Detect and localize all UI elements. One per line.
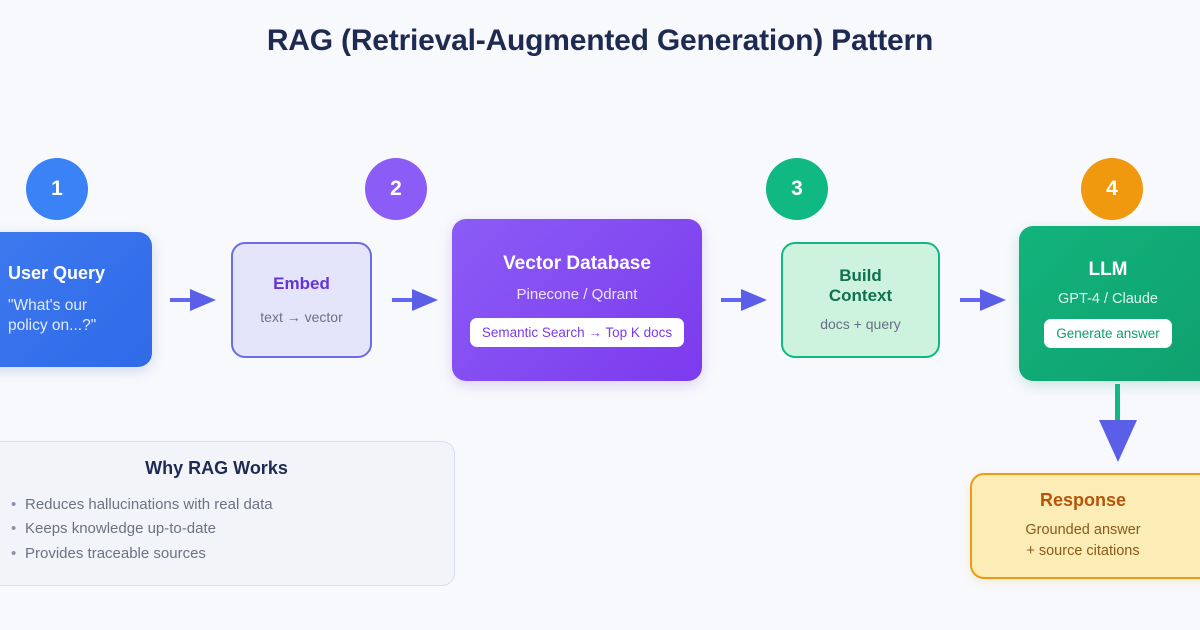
arrow-build-context-to-llm (960, 289, 1008, 311)
node-user-query[interactable]: User Query "What's our policy on...?" (0, 232, 152, 367)
arrow-shaft (1115, 384, 1120, 422)
step-badge-1-label: 1 (51, 177, 63, 200)
node-response-subtitle: Grounded answer + source citations (1025, 520, 1140, 562)
arrow-shaft (170, 298, 192, 302)
node-vector-database[interactable]: Vector Database Pinecone / Qdrant Semant… (452, 219, 702, 381)
arrow-llm-to-response (1099, 384, 1137, 464)
node-user-query-title: User Query (8, 263, 106, 284)
arrow-head (980, 289, 1006, 311)
step-badge-1: 1 (26, 158, 88, 220)
node-user-query-subtitle-line2: policy on...?" (8, 316, 97, 334)
arrow-shaft (721, 298, 743, 302)
node-llm-title: LLM (1088, 258, 1128, 280)
page-title: RAG (Retrieval-Augmented Generation) Pat… (266, 24, 934, 57)
arrow-head (190, 289, 216, 311)
node-embed-title: Embed (273, 274, 330, 294)
arrow-shaft (960, 298, 982, 302)
step-badge-3: 3 (766, 158, 828, 220)
step-badge-3-label: 3 (791, 177, 803, 200)
node-embed-subtitle: text → vector (260, 308, 343, 325)
step-badge-2: 2 (365, 158, 427, 220)
node-user-query-subtitle: "What's our policy on...?" (8, 296, 96, 336)
node-llm[interactable]: LLM GPT-4 / Claude Generate answer (1019, 226, 1200, 381)
node-build-context-title: Build Context (829, 266, 892, 305)
step-badge-4-label: 4 (1106, 177, 1118, 200)
node-user-query-subtitle-line1: "What's our (8, 296, 88, 314)
why-rag-works-title: Why RAG Works (145, 458, 288, 478)
arrow-embed-to-vector-db (392, 289, 440, 311)
arrow-shaft (392, 298, 414, 302)
list-item: Provides traceable sources (11, 542, 428, 567)
node-build-context-subtitle: docs + query (820, 316, 901, 333)
node-llm-pill: Generate answer (1044, 319, 1172, 349)
node-vector-database-subtitle: Pinecone / Qdrant (516, 286, 638, 304)
node-build-context-title-line2: Context (828, 285, 893, 305)
why-rag-works-panel: Why RAG Works Reduces hallucinations wit… (0, 441, 455, 586)
arrow-head (1099, 420, 1137, 462)
step-badge-4: 4 (1081, 158, 1143, 220)
node-response-subtitle-line1: Grounded answer (1025, 521, 1141, 538)
node-response[interactable]: Response Grounded answer + source citati… (970, 473, 1200, 579)
arrow-user-query-to-embed (170, 289, 218, 311)
step-badge-2-label: 2 (390, 177, 402, 200)
arrow-vector-db-to-build-context (721, 289, 769, 311)
node-build-context-title-line1: Build (839, 266, 882, 286)
arrow-head (741, 289, 767, 311)
node-llm-subtitle: GPT-4 / Claude (1058, 290, 1158, 307)
node-response-subtitle-line2: + source citations (1026, 542, 1140, 559)
node-embed[interactable]: Embed text → vector (231, 242, 372, 358)
list-item: Reduces hallucinations with real data (11, 493, 428, 518)
why-rag-works-list: Reduces hallucinations with real data Ke… (11, 493, 428, 566)
node-vector-database-title: Vector Database (503, 253, 651, 275)
list-item: Keeps knowledge up-to-date (11, 517, 428, 542)
node-build-context[interactable]: Build Context docs + query (781, 242, 940, 358)
arrow-head (412, 289, 438, 311)
node-vector-database-pill: Semantic Search → Top K docs (469, 317, 685, 347)
node-response-title: Response (1039, 490, 1127, 511)
